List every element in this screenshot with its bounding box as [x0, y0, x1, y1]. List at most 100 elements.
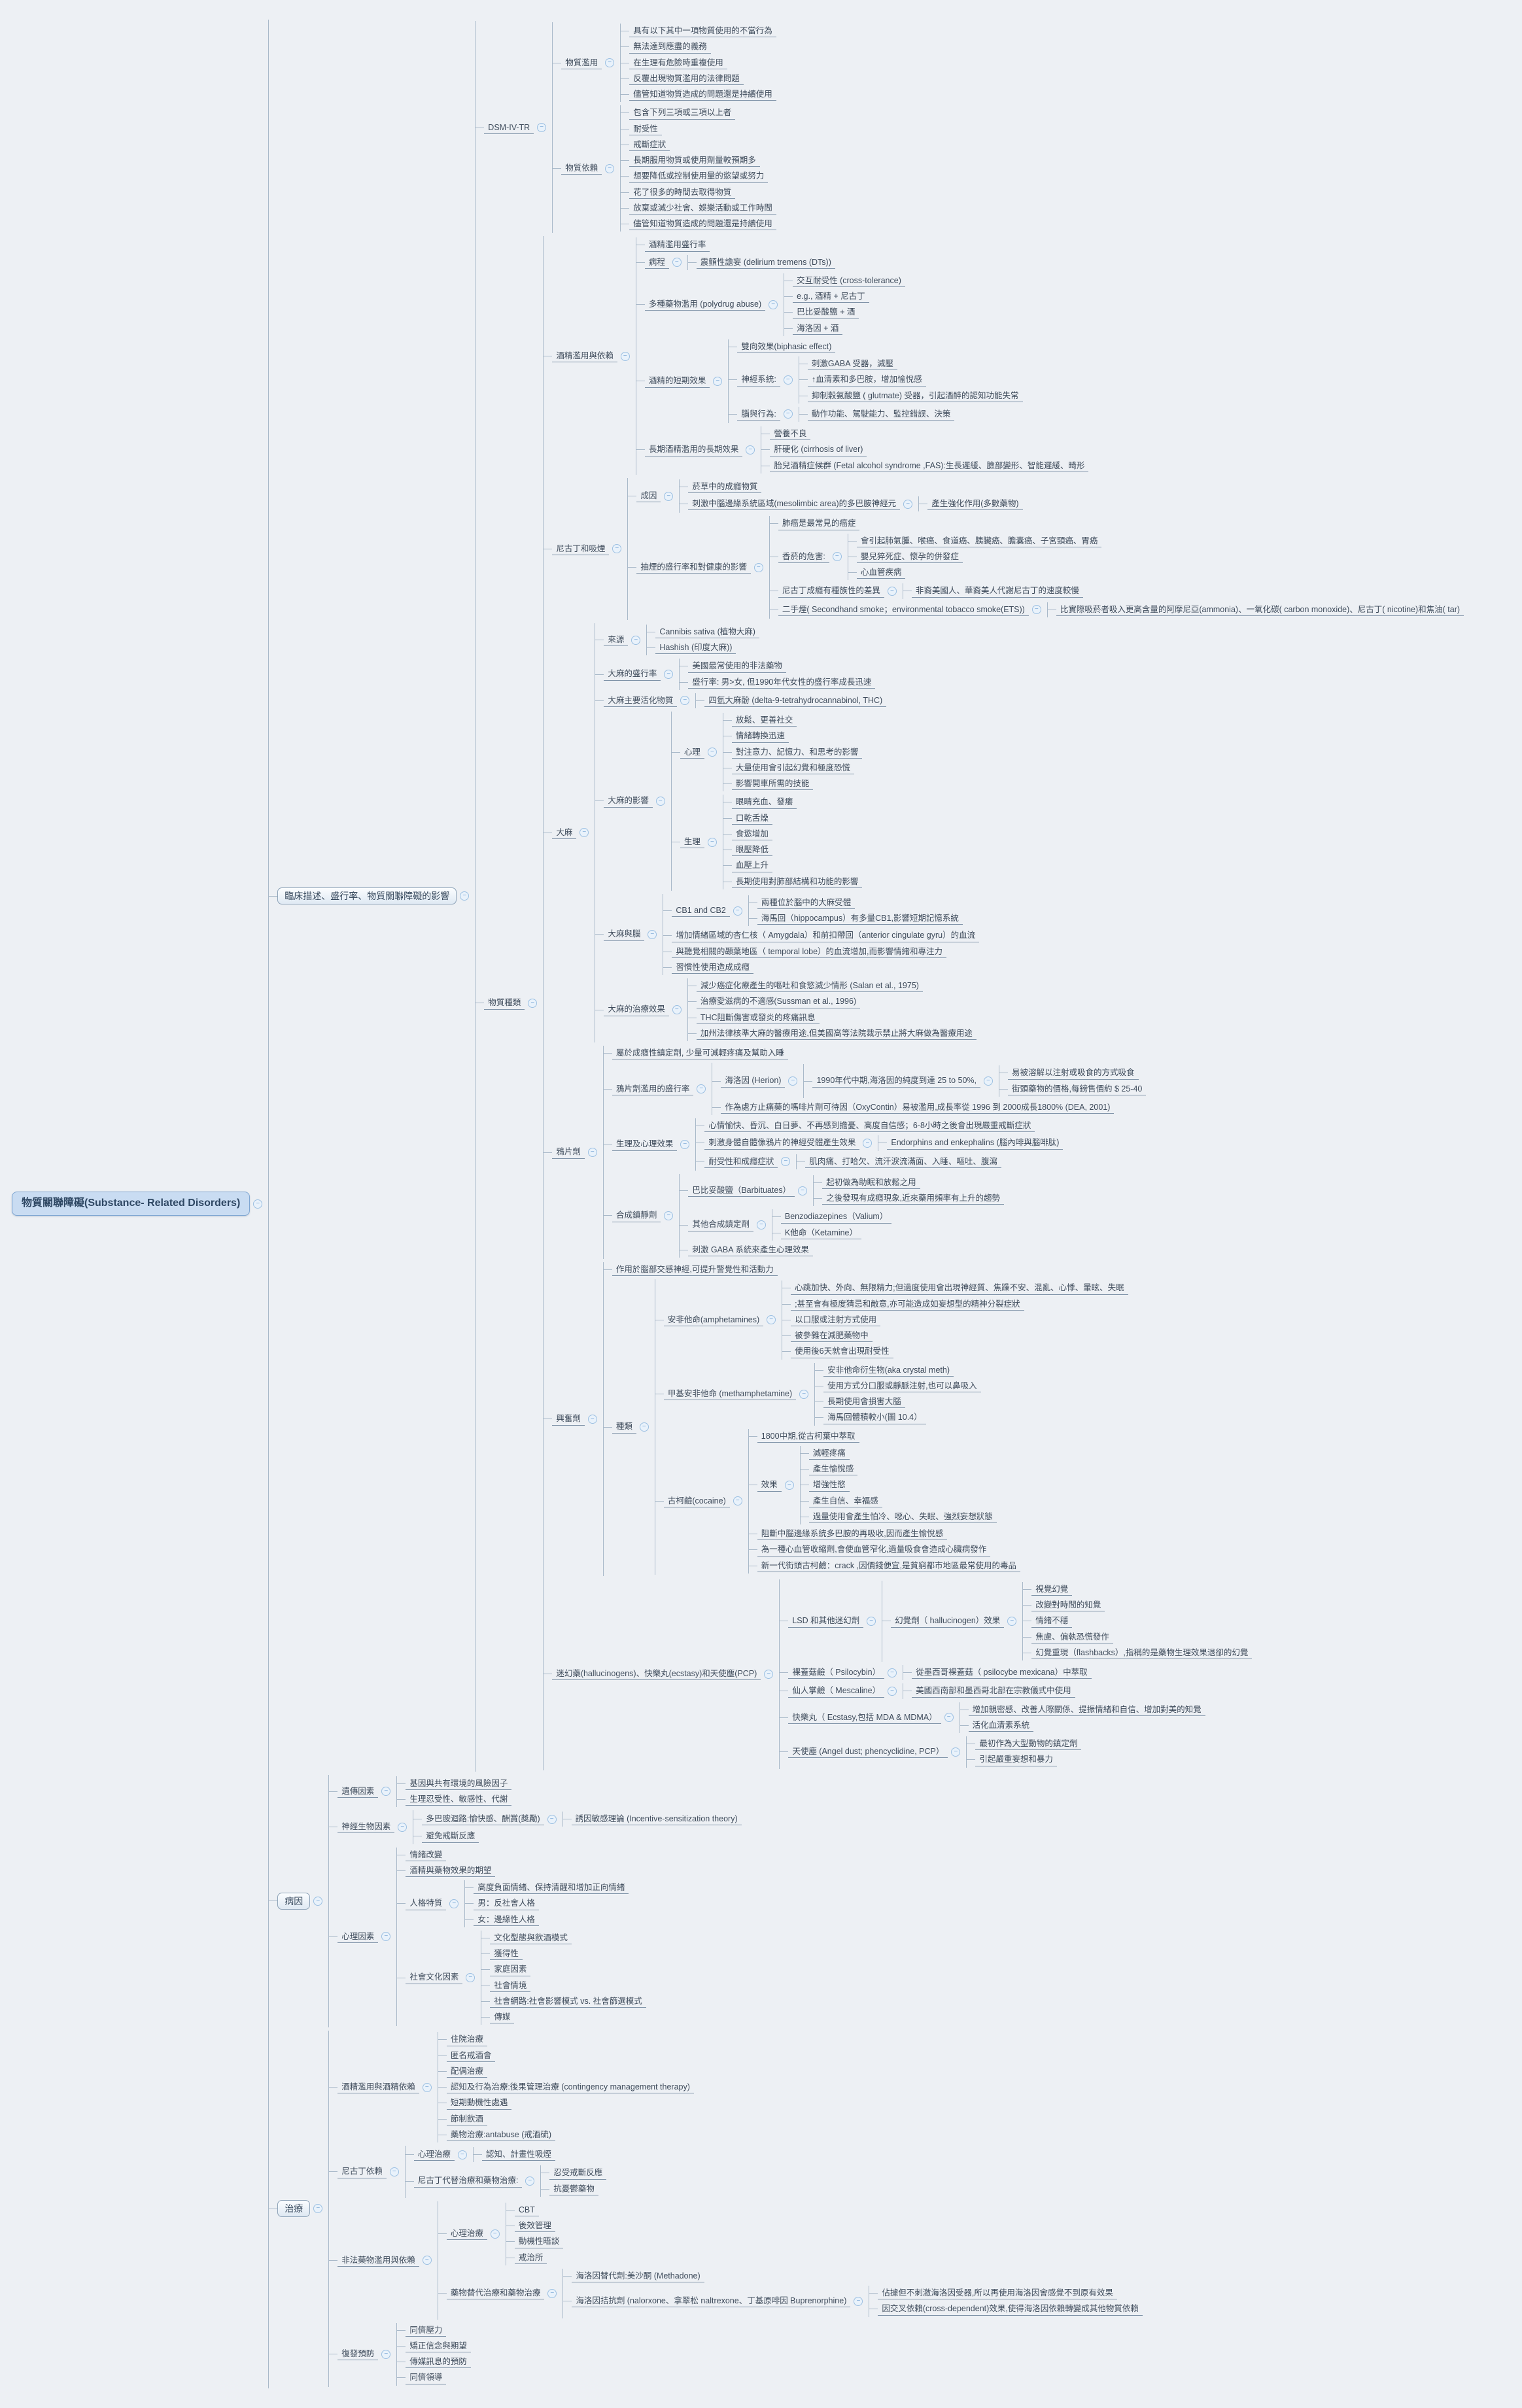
mindmap-node-label[interactable]: 大量使用會引起幻覺和極度恐慌: [731, 762, 854, 774]
collapse-minus-icon[interactable]: −: [767, 1315, 776, 1325]
mindmap-node-label[interactable]: ↑血清素和多巴胺，增加愉悅感: [807, 373, 926, 387]
mindmap-node-label[interactable]: 耐受性: [629, 123, 662, 135]
mindmap-node-label[interactable]: 物質依賴: [561, 162, 602, 175]
mindmap-node-label[interactable]: 來源: [604, 634, 629, 647]
collapse-minus-icon[interactable]: −: [788, 1076, 798, 1086]
collapse-minus-icon[interactable]: −: [799, 1389, 809, 1399]
mindmap-node-label[interactable]: 心理因素: [337, 1931, 379, 1943]
mindmap-node-label[interactable]: 抽煙的盛行率和對健康的影響: [636, 561, 751, 574]
mindmap-node-label[interactable]: 尼古丁成癮有種族性的差異: [778, 585, 884, 598]
mindmap-node-label[interactable]: 效果: [757, 1479, 782, 1492]
collapse-minus-icon[interactable]: −: [620, 351, 630, 361]
mindmap-node-label[interactable]: 抑制穀氨酸鹽 ( glutmate) 受器，引起酒醉的認知功能失常: [807, 390, 1023, 402]
mindmap-node-label[interactable]: 動作功能、駕駛能力、監控錯誤、決策: [807, 408, 955, 421]
mindmap-node-label[interactable]: 配偶治療: [446, 2065, 487, 2078]
mindmap-node-label[interactable]: 肌肉痛、打哈欠、流汗淚流滿面、入睡、嘔吐、腹瀉: [805, 1156, 1001, 1168]
mindmap-node-label[interactable]: THC阻斷傷害或發炎的疼痛訊息: [696, 1012, 820, 1024]
mindmap-node-label[interactable]: 巴比妥酸鹽 + 酒: [793, 306, 859, 319]
mindmap-node-label[interactable]: 儘管知道物質造成的問題還是持續使用: [629, 88, 776, 101]
mindmap-node-label[interactable]: 最初作為大型動物的鎮定劑: [975, 1738, 1082, 1751]
mindmap-node-label[interactable]: 過量使用會產生怕冷、噁心、失眠、強烈妄想狀態: [808, 1511, 997, 1523]
collapse-minus-icon[interactable]: −: [381, 1932, 391, 1942]
mindmap-node-label[interactable]: 使用後6天就會出現耐受性: [791, 1345, 893, 1358]
mindmap-node-label[interactable]: 口乾舌燥: [731, 812, 772, 825]
mindmap-node-label[interactable]: 成因: [636, 490, 661, 503]
collapse-minus-icon[interactable]: −: [612, 544, 622, 554]
collapse-minus-icon[interactable]: −: [664, 1211, 674, 1220]
mindmap-node-label[interactable]: 腦與行為:: [737, 408, 780, 421]
mindmap-node-label[interactable]: 抗憂鬱藥物: [549, 2183, 598, 2195]
mindmap-node-label[interactable]: 長期使用會損害大腦: [823, 1396, 905, 1409]
mindmap-node-label[interactable]: 海馬回（hippocampus）有多量CB1,影響短期記憶系統: [757, 912, 963, 925]
mindmap-node-label[interactable]: 長期酒精濫用的長期效果: [644, 443, 743, 456]
mindmap-node-label[interactable]: 大麻主要活化物質: [604, 695, 678, 707]
mindmap-node-label[interactable]: 情緒轉換迅速: [731, 730, 789, 743]
mindmap-node-label[interactable]: 菸草中的成癮物質: [688, 481, 762, 493]
mindmap-node-label[interactable]: 鴉片劑: [552, 1146, 585, 1159]
collapse-minus-icon[interactable]: −: [605, 163, 615, 173]
mindmap-node-label[interactable]: 安非他命衍生物(aka crystal meth): [823, 1364, 954, 1377]
mindmap-node-label[interactable]: 酒精濫用與依賴: [552, 350, 617, 363]
collapse-minus-icon[interactable]: −: [422, 2082, 432, 2092]
mindmap-node-label[interactable]: 動機性晤談: [514, 2235, 564, 2248]
collapse-minus-icon[interactable]: −: [756, 1220, 766, 1230]
mindmap-node-label[interactable]: 非裔美國人、華裔美人代謝尼古丁的速度較慢: [911, 585, 1083, 598]
mindmap-node-label[interactable]: 傳媒訊息的預防: [406, 2356, 471, 2369]
collapse-minus-icon[interactable]: −: [381, 1787, 391, 1797]
mindmap-node-label[interactable]: 減少癌症化療產生的嘔吐和食慾減少情形 (Salan et al., 1975): [696, 980, 923, 993]
collapse-minus-icon[interactable]: −: [253, 1199, 263, 1209]
mindmap-node-label[interactable]: 尼古丁依賴: [337, 2165, 387, 2178]
collapse-minus-icon[interactable]: −: [769, 300, 778, 309]
collapse-minus-icon[interactable]: −: [587, 1148, 597, 1157]
mindmap-node-label[interactable]: 認知及行為治療:後果管理治療 (contingency management t…: [446, 2081, 694, 2094]
mindmap-node-label[interactable]: 二手煙( Secondhand smoke；environmental toba…: [778, 604, 1029, 616]
mindmap-node-label[interactable]: 藥物治療:antabuse (戒酒硫): [446, 2129, 556, 2141]
collapse-minus-icon[interactable]: −: [854, 2296, 863, 2306]
collapse-minus-icon[interactable]: −: [887, 586, 897, 596]
mindmap-node-label[interactable]: 美國最常使用的非法藥物: [688, 660, 786, 673]
mindmap-node-label[interactable]: 匿名戒酒會: [446, 2050, 496, 2062]
mindmap-node-label[interactable]: 包含下列三項或三項以上者: [629, 107, 736, 120]
mindmap-node-label[interactable]: 戒斷症狀: [629, 139, 670, 151]
mindmap-node-label[interactable]: 以口服或注射方式使用: [791, 1314, 881, 1326]
collapse-minus-icon[interactable]: −: [525, 2176, 535, 2186]
mindmap-node-label[interactable]: 誘因敏感理論 (Incentive-sensitization theory): [571, 1813, 742, 1826]
mindmap-node-label[interactable]: 尼古丁和吸煙: [552, 543, 610, 555]
collapse-minus-icon[interactable]: −: [951, 1747, 961, 1757]
mindmap-node-label[interactable]: 大麻的治療效果: [604, 1003, 669, 1016]
collapse-minus-icon[interactable]: −: [783, 409, 793, 419]
mindmap-node-label[interactable]: 減輕疼痛: [808, 1447, 850, 1460]
mindmap-node-label[interactable]: 忍受戒斷反應: [549, 2167, 607, 2180]
mindmap-node-label[interactable]: 產生愉悅感: [808, 1463, 858, 1476]
mindmap-node-label[interactable]: 病程: [644, 256, 669, 269]
mindmap-node-label[interactable]: 營養不良: [770, 428, 811, 441]
collapse-minus-icon[interactable]: −: [1031, 605, 1041, 615]
mindmap-node-label[interactable]: 產生自信、幸福感: [808, 1495, 882, 1507]
mindmap-node-label[interactable]: 傳媒: [490, 2011, 515, 2024]
mindmap-node-label[interactable]: 儘管知道物質造成的問題還是持續使用: [629, 218, 776, 231]
mindmap-node-label[interactable]: 使用方式分口服或靜脈注射,也可以鼻吸入: [823, 1380, 981, 1392]
collapse-minus-icon[interactable]: −: [639, 1422, 649, 1432]
collapse-minus-icon[interactable]: −: [579, 828, 589, 838]
collapse-minus-icon[interactable]: −: [680, 1139, 690, 1149]
mindmap-node-label[interactable]: 認知、計畫性吸煙: [481, 2148, 555, 2161]
mindmap-node-label[interactable]: 耐受性和成癮症狀: [704, 1156, 778, 1168]
collapse-minus-icon[interactable]: −: [944, 1713, 954, 1723]
mindmap-node-label[interactable]: 影響開車所需的技能: [731, 778, 814, 791]
mindmap-node-label[interactable]: Endorphins and enkephalins (腦內啡與腦啡肽): [887, 1137, 1064, 1150]
mindmap-node-label[interactable]: 改變對時間的知覺: [1031, 1599, 1105, 1612]
collapse-minus-icon[interactable]: −: [707, 748, 717, 757]
collapse-minus-icon[interactable]: −: [422, 2256, 432, 2265]
mindmap-node-label[interactable]: 大麻: [552, 827, 577, 839]
mindmap-node-label[interactable]: 心情愉快、昏沉、白日夢、不再感到擔憂、高度自信感；6-8小時之後會出現嚴重戒斷症…: [704, 1120, 1035, 1133]
mindmap-node-label[interactable]: 社會網路:社會影響模式 vs. 社會篩選模式: [490, 1995, 646, 2008]
mindmap-node-label[interactable]: 甲基安非他命 (methamphetamine): [663, 1388, 797, 1401]
mindmap-node-label[interactable]: DSM-IV-TR: [484, 122, 534, 134]
collapse-minus-icon[interactable]: −: [547, 2288, 557, 2298]
mindmap-node-label[interactable]: 高度負面情緒、保持清醒和增加正向情緒: [474, 1882, 629, 1895]
mindmap-node-label[interactable]: 活化血清素系統: [968, 1719, 1034, 1732]
mindmap-node-label[interactable]: 長期服用物質或使用劑量較預期多: [629, 154, 760, 167]
mindmap-node-label[interactable]: 藥物替代治療和藥物治療: [446, 2287, 545, 2300]
mindmap-node-label[interactable]: 天使塵 (Angel dust; phencyclidine, PCP）: [788, 1746, 948, 1759]
collapse-minus-icon[interactable]: −: [798, 1186, 808, 1195]
